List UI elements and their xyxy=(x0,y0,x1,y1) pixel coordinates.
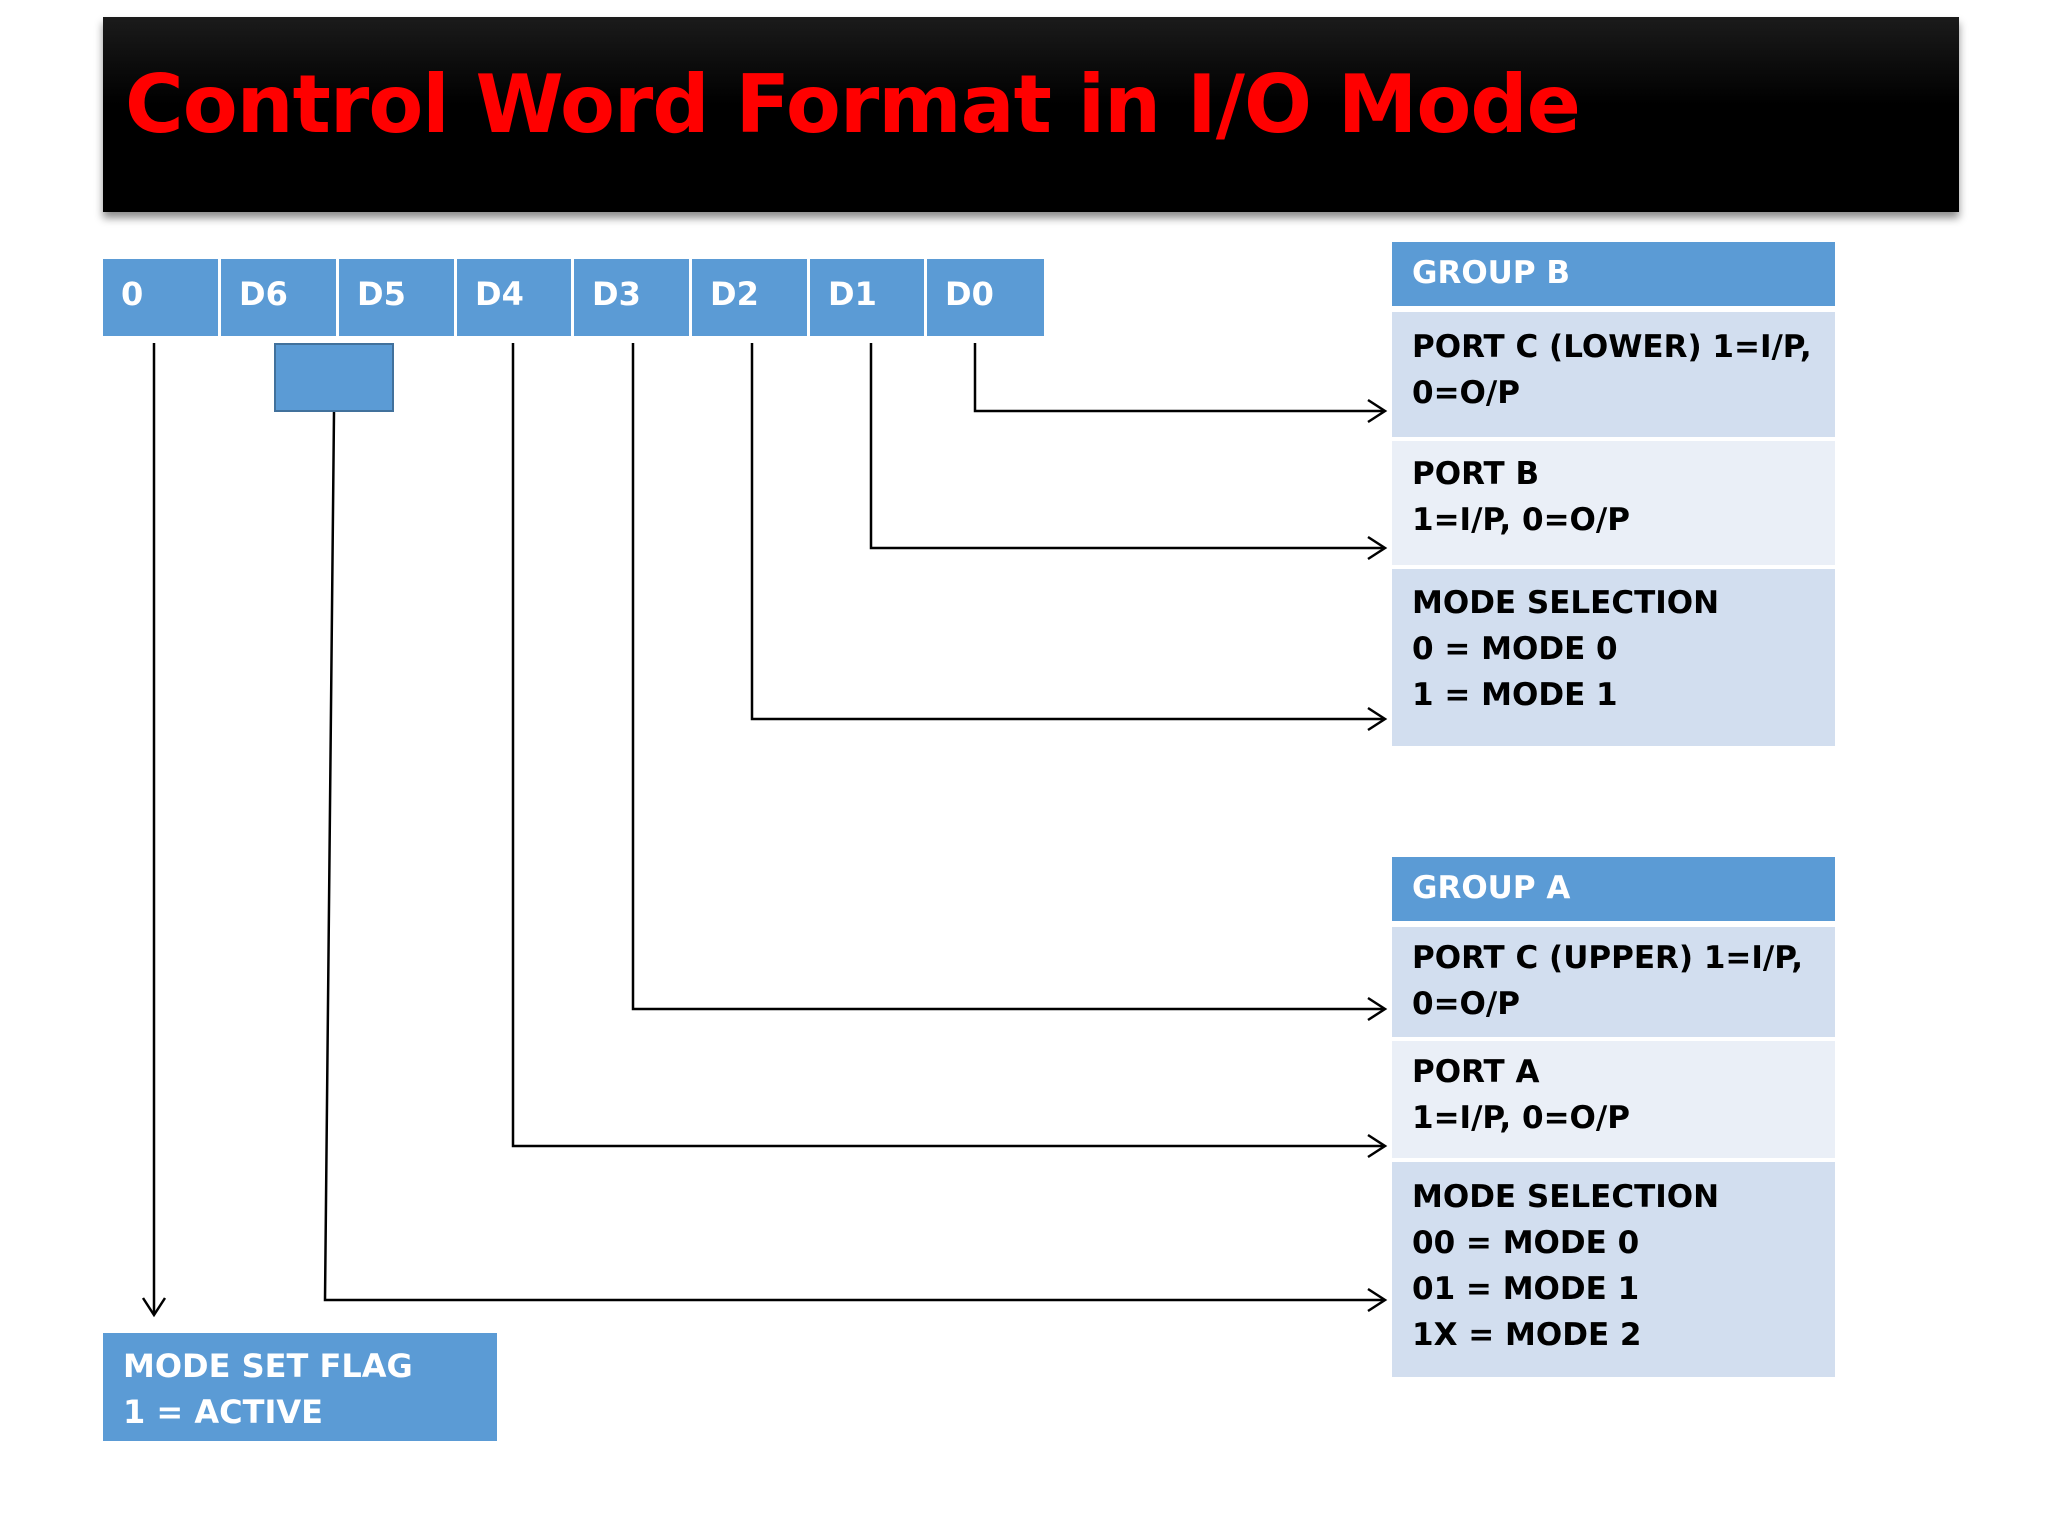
port-c-lower-box: PORT C (LOWER) 1=I/P, 0=O/P xyxy=(1392,312,1835,437)
group-a-mode-selection-box: MODE SELECTION 00 = MODE 0 01 = MODE 1 1… xyxy=(1392,1162,1835,1377)
title-bar: Control Word Format in I/O Mode xyxy=(103,17,1959,212)
arrowhead-d2 xyxy=(1367,706,1388,732)
group-a-mode-line3: 01 = MODE 1 xyxy=(1412,1271,1640,1307)
port-a-line2: 1=I/P, 0=O/P xyxy=(1412,1100,1630,1136)
group-b-mode-line2: 0 = MODE 0 xyxy=(1412,631,1618,667)
arrowhead-d4 xyxy=(1367,1133,1388,1159)
group-a-header: GROUP A xyxy=(1392,857,1835,921)
group-b-header: GROUP B xyxy=(1392,242,1835,306)
d6-d5-group-box xyxy=(274,343,394,412)
mode-set-flag-line2: 1 = ACTIVE xyxy=(123,1393,323,1431)
group-b-mode-line1: MODE SELECTION xyxy=(1412,585,1720,621)
page-title: Control Word Format in I/O Mode xyxy=(125,58,1581,151)
port-c-upper-line2: 0=O/P xyxy=(1412,986,1520,1022)
bit-cell-d2: D2 xyxy=(692,259,810,336)
connector-d4 xyxy=(511,343,1385,1148)
port-b-box: PORT B 1=I/P, 0=O/P xyxy=(1392,441,1835,565)
arrowhead-d3 xyxy=(1367,996,1388,1022)
bit-cell-d1: D1 xyxy=(810,259,927,336)
connector-d1 xyxy=(869,343,1385,550)
port-b-line1: PORT B xyxy=(1412,456,1540,492)
connector-d0 xyxy=(973,343,1385,413)
connector-d2 xyxy=(750,343,1385,721)
bit-cell-d4: D4 xyxy=(457,259,574,336)
group-b-mode-line3: 1 = MODE 1 xyxy=(1412,677,1618,713)
port-a-line1: PORT A xyxy=(1412,1054,1540,1090)
arrowhead-d6-d5 xyxy=(1367,1287,1388,1313)
port-b-line2: 1=I/P, 0=O/P xyxy=(1412,502,1630,538)
bit-cell-d7: 0 xyxy=(103,259,221,336)
arrowhead-d0 xyxy=(1367,398,1388,424)
group-b-mode-selection-box: MODE SELECTION 0 = MODE 0 1 = MODE 1 xyxy=(1392,569,1835,746)
mode-set-flag-box: MODE SET FLAG 1 = ACTIVE xyxy=(103,1333,497,1441)
port-c-upper-box: PORT C (UPPER) 1=I/P, 0=O/P xyxy=(1392,927,1835,1037)
arrowhead-d7 xyxy=(141,1297,167,1318)
connector-d6-d5 xyxy=(323,411,1385,1302)
group-a-mode-line4: 1X = MODE 2 xyxy=(1412,1317,1642,1353)
arrowhead-d1 xyxy=(1367,535,1388,561)
connector-d3 xyxy=(631,343,1385,1011)
group-a-mode-line2: 00 = MODE 0 xyxy=(1412,1225,1640,1261)
port-a-box: PORT A 1=I/P, 0=O/P xyxy=(1392,1041,1835,1158)
port-c-upper-line1: PORT C (UPPER) 1=I/P, xyxy=(1412,940,1804,976)
group-a-mode-line1: MODE SELECTION xyxy=(1412,1179,1720,1215)
bit-cell-d5: D5 xyxy=(339,259,457,336)
mode-set-flag-line1: MODE SET FLAG xyxy=(123,1347,413,1385)
bit-cell-d0: D0 xyxy=(927,259,1044,336)
port-c-lower-line2: 0=O/P xyxy=(1412,375,1520,411)
bit-cell-d6: D6 xyxy=(221,259,339,336)
bit-cell-d3: D3 xyxy=(574,259,692,336)
port-c-lower-line1: PORT C (LOWER) 1=I/P, xyxy=(1412,329,1812,365)
